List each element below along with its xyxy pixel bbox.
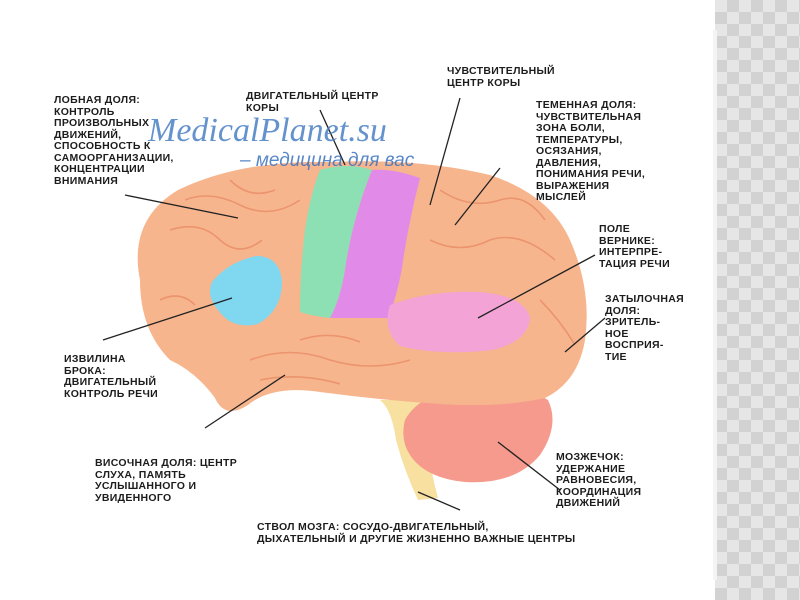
- label-brainstem: СТВОЛ МОЗГА: СОСУДО-ДВИГАТЕЛЬНЫЙ, ДЫХАТЕ…: [257, 521, 576, 545]
- label-cerebellum: МОЗЖЕЧОК: УДЕРЖАНИЕ РАВНОВЕСИЯ, КООРДИНА…: [556, 451, 642, 509]
- label-occipital-lobe: ЗАТЫЛОЧНАЯ ДОЛЯ: ЗРИТЕЛЬ- НОЕ ВОСПРИЯ- Т…: [605, 293, 684, 363]
- label-broca-gyrus: ИЗВИЛИНА БРОКА: ДВИГАТЕЛЬНЫЙ КОНТРОЛЬ РЕ…: [64, 353, 159, 400]
- slide-edge: [713, 30, 717, 580]
- watermark-site: MedicalPlanet.su: [148, 112, 387, 149]
- cerebellum-region: [403, 387, 553, 483]
- leader-line-frontal: [124, 194, 239, 219]
- leader-line-cerebellum: [497, 441, 561, 491]
- wernicke-area-region: [387, 291, 530, 353]
- broca-area-region: [210, 256, 282, 326]
- brain-illustration: [102, 97, 606, 511]
- leader-line-temporal: [204, 374, 286, 429]
- label-temporal-lobe: ВИСОЧНАЯ ДОЛЯ: ЦЕНТР СЛУХА, ПАМЯТЬ УСЛЫШ…: [95, 457, 238, 504]
- leader-lines: [102, 97, 606, 511]
- label-sensory-center: ЧУВСТВИТЕЛЬНЫЙ ЦЕНТР КОРЫ: [447, 65, 555, 89]
- motor-cortex-region: [300, 166, 372, 318]
- label-wernicke-area: ПОЛЕ ВЕРНИКЕ: ИНТЕРПРЕ- ТАЦИЯ РЕЧИ: [599, 223, 670, 270]
- leader-line-occipital: [564, 317, 606, 353]
- leader-line-parietal: [454, 167, 501, 226]
- label-frontal-lobe: ЛОБНАЯ ДОЛЯ: КОНТРОЛЬ ПРОИЗВОЛЬНЫХ ДВИЖЕ…: [54, 94, 174, 187]
- sensory-cortex-region: [330, 169, 420, 318]
- leader-line-broca: [102, 297, 233, 341]
- gyri-lines: [159, 179, 576, 385]
- leader-line-brainstem: [417, 491, 461, 511]
- leader-line-wernicke: [477, 254, 596, 319]
- label-parietal-lobe: ТЕМЕННАЯ ДОЛЯ: ЧУВСТВИТЕЛЬНАЯ ЗОНА БОЛИ,…: [536, 99, 646, 203]
- leader-line-sensory: [429, 97, 461, 206]
- watermark-tagline: – медицина для вас: [240, 150, 415, 171]
- leader-line-motor: [319, 109, 346, 166]
- label-motor-center: ДВИГАТЕЛЬНЫЙ ЦЕНТР КОРЫ: [246, 90, 379, 114]
- side-pattern-panel: [715, 0, 800, 600]
